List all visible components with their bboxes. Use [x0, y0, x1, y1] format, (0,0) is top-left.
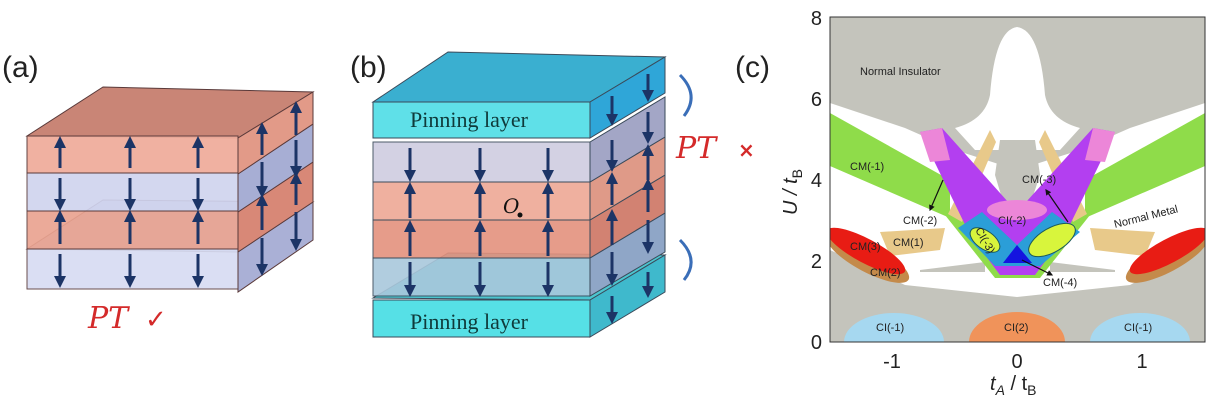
label-ci-2: CI(2): [1004, 322, 1028, 334]
label-cm-3: CM(3): [850, 241, 881, 253]
label-cm-1: CM(1): [893, 237, 924, 249]
region-ci-minus2-pink: [987, 200, 1047, 220]
label-ci-minus1-left: CI(-1): [876, 322, 904, 334]
label-cm-minus3: CM(-3): [1022, 174, 1056, 186]
cross-icon: ×: [738, 138, 755, 162]
label-ci-minus2: CI(-2): [998, 215, 1026, 227]
region-ci-minus1-right: [1090, 313, 1190, 342]
y-tick-label: 4: [811, 170, 822, 192]
check-icon: ✓: [145, 305, 167, 335]
annotation-arrows: [929, 179, 1069, 276]
x-tick-label: 1: [1136, 351, 1147, 373]
pinning-layer-top-label: Pinning layer: [410, 107, 529, 132]
arrow-cm-minus4: [1021, 259, 1054, 276]
x-tick-label: 0: [1011, 351, 1022, 373]
pt-symmetry-label-b: PT: [675, 131, 718, 166]
layer-stack: [25, 86, 315, 293]
plot-frame: [829, 16, 1206, 343]
region-gray-wedge-right: [1050, 262, 1115, 272]
y-axis-label: U / tB: [780, 169, 805, 215]
y-tick-label: 6: [811, 89, 822, 111]
region-cm-1-right: [1090, 228, 1155, 256]
region-cm-3-right: [1129, 227, 1205, 275]
region-cm-1-left: [880, 228, 945, 256]
panel-b-label: (b): [350, 51, 387, 84]
region-ci-minus3: [969, 227, 1001, 253]
x-tick-label: -1: [883, 351, 901, 373]
pinning-layer-bottom-label: Pinning layer: [410, 309, 529, 334]
region-gray-center: [995, 140, 1040, 215]
spin-arrows-b: [404, 74, 654, 324]
pt-symmetry-label-a: PT: [87, 301, 130, 336]
region-white-dome: [955, 27, 1080, 150]
y-axis: 0 2 4 6 8 U / tB: [780, 8, 822, 354]
y-tick-label: 0: [811, 332, 822, 354]
panel-a: (a): [2, 51, 315, 336]
label-normal-insulator: Normal Insulator: [860, 66, 941, 78]
origin-label: O: [503, 194, 519, 218]
region-ci-2: [969, 312, 1065, 342]
region-ci-minus1-left: [844, 313, 944, 342]
region-dark-blue: [1003, 245, 1032, 263]
region-gray-wedge-left: [920, 262, 985, 272]
region-cm-minus1-right: [1085, 113, 1205, 218]
label-cm-minus4: CM(-4): [1043, 277, 1077, 289]
region-purple-v: [920, 128, 1115, 275]
x-axis: -1 0 1 tA / tB: [883, 351, 1147, 398]
region-pink-tip-left: [920, 128, 950, 162]
spin-arrows: [54, 101, 302, 288]
curved-arrow-icon: [678, 73, 693, 117]
region-cm-3-left: [830, 227, 906, 275]
y-tick-label: 2: [811, 251, 822, 273]
phase-diagram: [830, 17, 1205, 342]
arrow-cm-minus2: [929, 179, 944, 212]
region-cm-minus1-left: [830, 113, 950, 218]
panel-c-label: (c): [735, 51, 770, 84]
arrow-cm-minus3: [1045, 189, 1069, 223]
panel-a-label: (a): [2, 51, 39, 84]
origin-dot: [517, 212, 523, 218]
label-cm-minus1: CM(-1): [850, 161, 884, 173]
y-tick-label: 8: [811, 8, 822, 30]
region-pink-tip-right: [1085, 128, 1115, 162]
label-cm-2: CM(2): [870, 267, 901, 279]
label-ci-minus1-right: CI(-1): [1124, 322, 1152, 334]
curved-arrow-icon: [678, 238, 693, 281]
x-axis-label: tA / tB: [990, 373, 1036, 398]
panel-c: (c): [735, 8, 1206, 398]
label-cm-minus2: CM(-2): [903, 215, 937, 227]
panel-b: (b): [350, 51, 755, 338]
region-yellowgreen-right: [1028, 222, 1076, 258]
